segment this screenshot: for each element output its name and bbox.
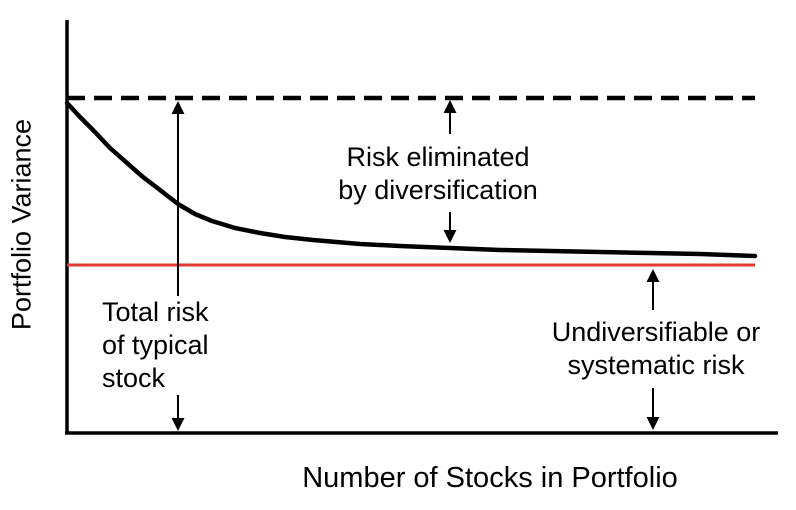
annotation-risk-eliminated: Risk eliminated by diversification [338,142,538,205]
x-axis-label: Number of Stocks in Portfolio [302,462,678,494]
y-axis-label: Portfolio Variance [6,118,37,331]
annotation-total-risk: Total risk of typical stock [102,296,211,395]
variance-curve [64,100,758,259]
annotation-undiversifiable: Undiversifiable or systematic risk [551,317,761,380]
